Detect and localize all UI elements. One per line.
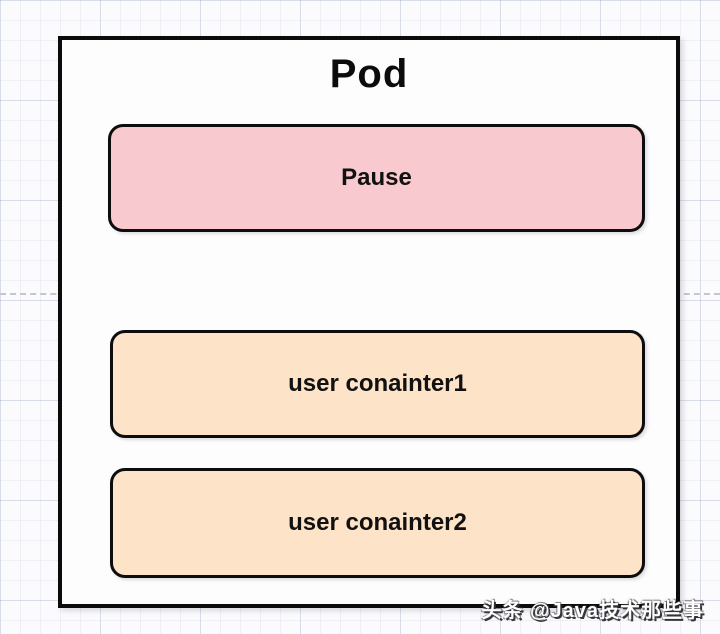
node-user-container-1: user conainter1 <box>110 330 645 438</box>
watermark: 头条 @Java技术那些事 <box>481 600 704 622</box>
node-user-container-2: user conainter2 <box>110 468 645 578</box>
node-user-container-1-label: user conainter1 <box>288 370 467 397</box>
node-pause-container: Pause <box>108 124 645 232</box>
node-pause-label: Pause <box>341 164 412 191</box>
pod-title: Pod <box>329 52 409 96</box>
pod-box: Pod Pause user conainter1 user conainter… <box>58 36 680 608</box>
node-user-container-2-label: user conainter2 <box>288 509 467 536</box>
